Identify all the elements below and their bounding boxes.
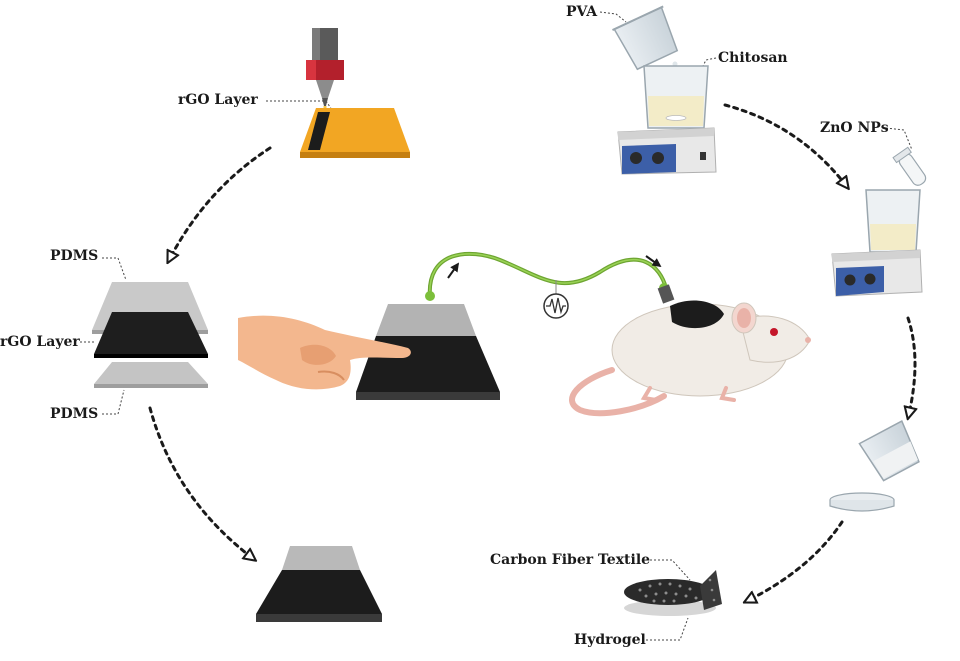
petri-dish bbox=[829, 492, 895, 512]
rgo-mid-layer bbox=[94, 312, 208, 354]
leader-pva bbox=[599, 11, 627, 23]
leader-zno bbox=[885, 127, 913, 151]
label-hydrogel: Hydrogel bbox=[574, 632, 646, 648]
assembled-sensor bbox=[256, 546, 382, 622]
label-pva: PVA bbox=[566, 4, 598, 20]
mouse-tail bbox=[569, 367, 667, 417]
mouse bbox=[569, 284, 811, 417]
label-rgo-layer-top: rGO Layer bbox=[178, 92, 258, 108]
label-pdms-bottom: PDMS bbox=[50, 406, 99, 422]
stirrer-chitosan bbox=[617, 65, 717, 175]
leader-hydrogel bbox=[642, 617, 689, 641]
layer-stack bbox=[92, 282, 208, 388]
label-chitosan: Chitosan bbox=[718, 50, 788, 66]
label-zno-nps: ZnO NPs bbox=[820, 120, 889, 136]
mouse-patch bbox=[670, 300, 724, 329]
label-rgo-layer-middle: rGO Layer bbox=[0, 334, 80, 350]
arrow-chitosan-to-zno bbox=[723, 103, 848, 188]
pdms-bottom-layer bbox=[94, 362, 208, 384]
printer-nozzle bbox=[306, 28, 344, 110]
process-arrows bbox=[148, 103, 915, 602]
leader-pdms-bottom bbox=[102, 389, 125, 415]
pva-beaker bbox=[612, 5, 679, 71]
arrow-printer-to-pdms bbox=[168, 146, 272, 262]
arrow-zno-to-pour bbox=[908, 316, 915, 418]
pour-beaker bbox=[858, 420, 920, 482]
arrow-pdms-to-device bbox=[148, 406, 255, 560]
leader-carbon bbox=[642, 559, 691, 581]
label-carbon-fiber-textile: Carbon Fiber Textile bbox=[490, 552, 651, 568]
zno-tube bbox=[892, 146, 927, 186]
stirrer-zno bbox=[831, 189, 923, 297]
arrow-dish-to-hydrogel bbox=[745, 520, 844, 602]
substrate-with-rgo bbox=[300, 108, 410, 158]
leader-pdms-top bbox=[102, 257, 127, 281]
label-pdms-top: PDMS bbox=[50, 248, 99, 264]
hydrogel-textile bbox=[624, 570, 722, 616]
hand bbox=[238, 315, 411, 390]
